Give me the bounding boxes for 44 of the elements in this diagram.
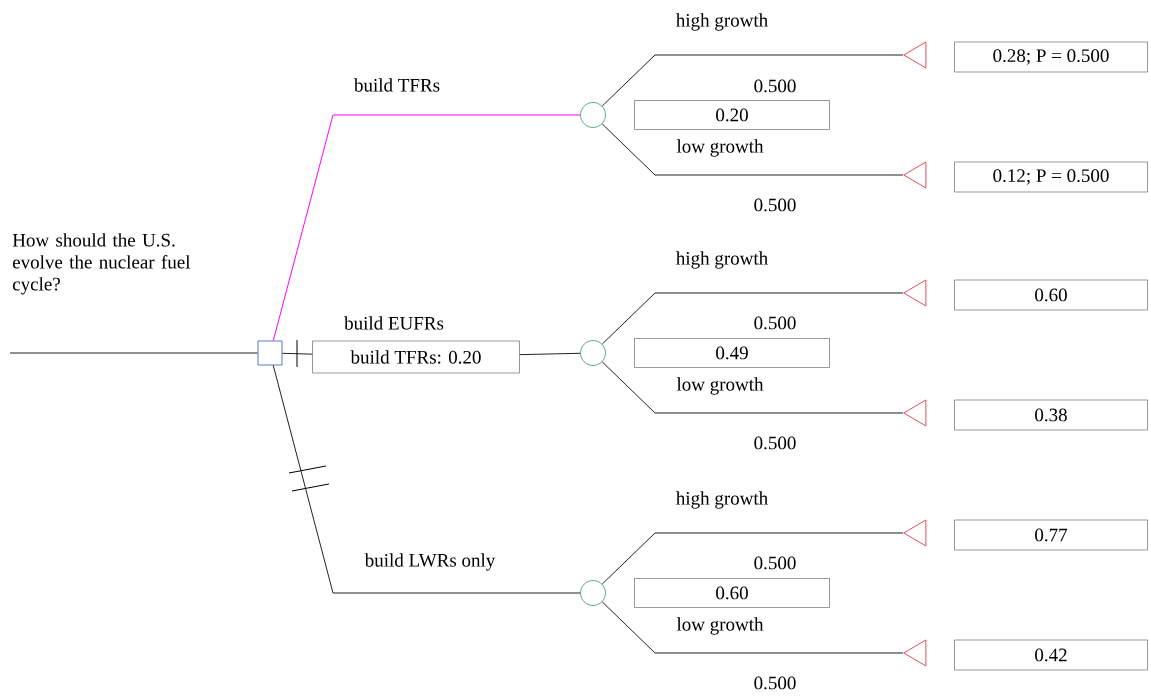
branch-line xyxy=(601,361,904,414)
terminal-triangle xyxy=(903,639,927,667)
payoff-box: 0.28; P = 0.500 xyxy=(954,41,1148,73)
payoff-box: 0.60 xyxy=(954,279,1148,311)
expected-value-box: 0.20 xyxy=(634,100,830,130)
terminal-triangle xyxy=(903,41,927,69)
edge-label: build LWRs only xyxy=(363,552,497,572)
expected-value-box: 0.49 xyxy=(634,338,830,368)
edge-label: high growth xyxy=(674,12,770,32)
decision-square xyxy=(257,340,283,366)
edge-label: build TFRs xyxy=(353,77,442,93)
terminal-triangle xyxy=(903,279,927,307)
terminal-triangle xyxy=(903,519,927,547)
edge-label: low growth xyxy=(675,376,765,396)
probability-label: 0.500 xyxy=(754,198,796,212)
chance-circle xyxy=(580,580,606,606)
decision-value-box: build TFRs: 0.20 xyxy=(312,340,520,374)
question-text: How should the U.S. evolve the nuclear fuel cycle? xyxy=(12,233,191,295)
branch-line xyxy=(519,352,581,356)
branch-line xyxy=(272,364,581,594)
payoff-box: 0.38 xyxy=(954,399,1148,431)
branch-line xyxy=(601,532,904,585)
chance-circle xyxy=(580,102,606,128)
payoff-box: 0.77 xyxy=(954,519,1148,551)
terminal-triangle xyxy=(903,399,927,427)
branch-line xyxy=(601,292,904,345)
probability-label: 0.500 xyxy=(754,676,796,690)
payoff-box: 0.12; P = 0.500 xyxy=(954,161,1148,193)
probability-label: 0.500 xyxy=(754,436,796,450)
branch-line xyxy=(601,54,904,107)
edge-label: high growth xyxy=(674,250,770,270)
edge-label: low growth xyxy=(675,616,765,636)
chance-circle xyxy=(580,340,606,366)
edge-label: low growth xyxy=(675,138,765,158)
expected-value-box: 0.60 xyxy=(634,578,830,608)
branch-line xyxy=(272,114,581,342)
branch-line xyxy=(9,352,259,354)
terminal-triangle xyxy=(903,161,927,189)
branch-line xyxy=(601,601,904,654)
payoff-box: 0.42 xyxy=(954,639,1148,671)
branch-line xyxy=(601,123,904,176)
edge-label: build EUFRs xyxy=(343,315,445,331)
edge-label: high growth xyxy=(674,490,770,510)
branch-line xyxy=(281,352,313,355)
